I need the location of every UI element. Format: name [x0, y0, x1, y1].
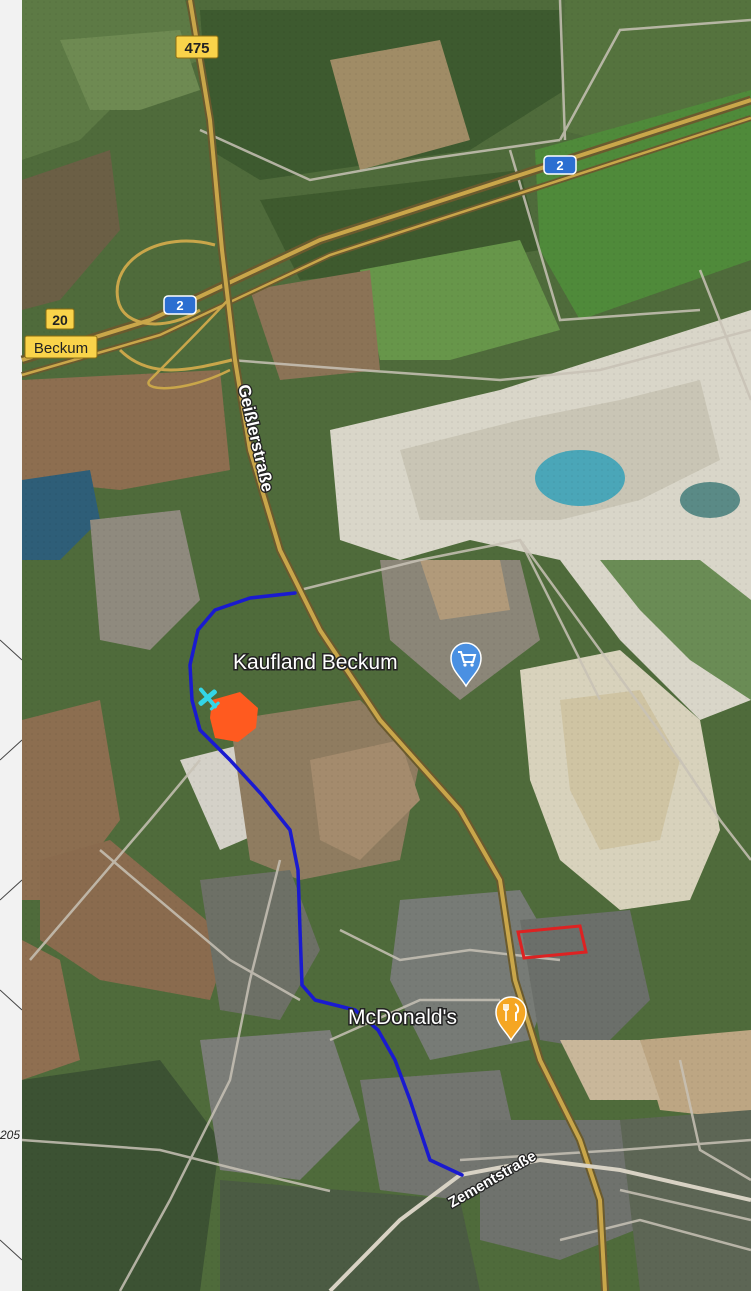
exit-number-label: 20 [52, 312, 68, 328]
shield-475-label: 475 [184, 40, 209, 57]
edge-number-label: 205 [0, 1128, 20, 1142]
shield-a2-bottom: 2 [163, 295, 197, 315]
route-line [188, 591, 464, 1177]
shield-475: 475 [175, 35, 219, 59]
shield-a2-top-label: 2 [556, 158, 563, 173]
shield-a2-bottom-label: 2 [176, 298, 183, 313]
left-edge-lines [0, 639, 23, 1261]
shopping-cart-pin-icon[interactable] [450, 642, 482, 688]
airplane-icon [198, 687, 220, 711]
highlight-box [516, 924, 588, 960]
exit-shield: 20 Beckum [24, 308, 98, 359]
satellite-imagery [22, 0, 751, 1291]
orange-area [210, 692, 258, 742]
poi-label-kaufland[interactable]: Kaufland Beckum [232, 650, 400, 676]
major-roads [20, 0, 751, 1291]
fork-knife-pin-icon[interactable] [495, 996, 527, 1042]
exit-name-label: Beckum [34, 340, 88, 357]
left-edge-strip [0, 0, 22, 1291]
minor-roads [21, 0, 751, 1291]
shield-a2-top: 2 [543, 155, 577, 175]
poi-label-mcdonalds[interactable]: McDonald's [347, 1005, 459, 1031]
